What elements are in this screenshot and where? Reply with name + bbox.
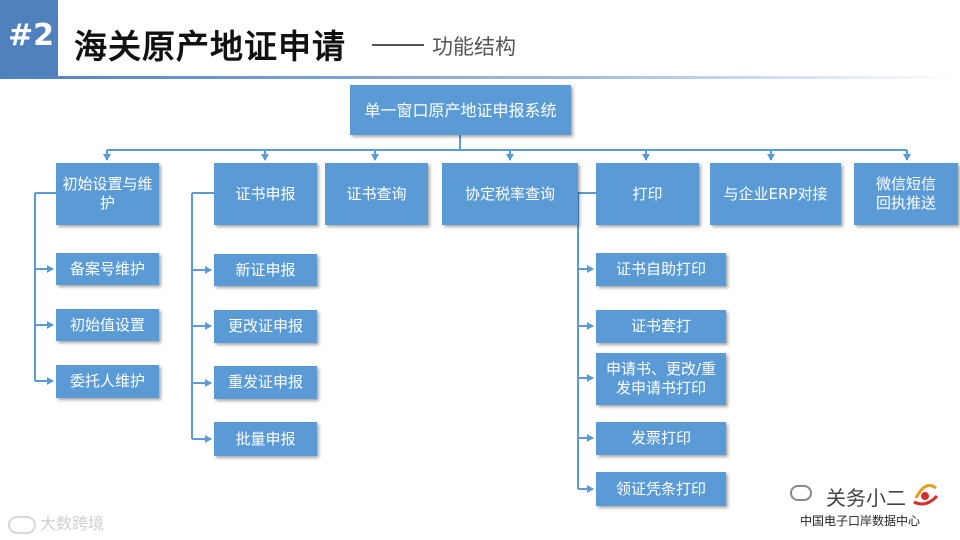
watermark-right-name: 关务小二 (826, 486, 906, 510)
root-node: 单一窗口原产地证申报系统 (350, 85, 571, 135)
child-application-print: 申请书、更改/重发申请书打印 (596, 353, 726, 405)
header-rule (0, 76, 960, 79)
watermark-logo-icon (8, 515, 36, 534)
wechat-icon (790, 485, 812, 501)
module-tariff-query: 协定税率查询 (442, 163, 578, 225)
module-wechat-sms: 微信短信回执推送 (854, 163, 958, 225)
page-subtitle: 功能结构 (432, 35, 516, 59)
child-batch-declaration: 批量申报 (214, 422, 317, 456)
child-overlay-print: 证书套打 (596, 310, 726, 343)
child-receipt-print: 领证凭条打印 (596, 472, 726, 506)
title-band (58, 0, 960, 76)
module-erp: 与企业ERP对接 (710, 163, 841, 225)
child-invoice-print: 发票打印 (596, 422, 726, 455)
child-self-print: 证书自助打印 (596, 253, 726, 286)
watermark-right: 关务小二 中国电子口岸数据中心 (790, 482, 950, 532)
watermark-left-text: 大数跨境 (40, 514, 105, 533)
section-badge: #2 (0, 0, 58, 76)
child-agent-maintenance: 委托人维护 (56, 365, 159, 398)
page-title: 海关原产地证申请 (74, 27, 346, 66)
section-number: #2 (8, 18, 55, 53)
module-certificate-query: 证书查询 (325, 163, 428, 225)
watermark-left: 大数跨境 (8, 510, 104, 534)
eport-logo-icon (913, 484, 939, 506)
child-reissue-declaration: 重发证申报 (214, 366, 317, 399)
module-initial-settings: 初始设置与维护 (56, 163, 159, 225)
module-print: 打印 (596, 163, 699, 225)
child-record-maintenance: 备案号维护 (56, 253, 159, 285)
child-new-declaration: 新证申报 (214, 254, 317, 286)
child-initial-values: 初始值设置 (56, 309, 159, 341)
module-certificate-declaration: 证书申报 (214, 163, 317, 225)
title-dash (372, 44, 424, 46)
watermark-right-org: 中国电子口岸数据中心 (800, 514, 921, 528)
child-amend-declaration: 更改证申报 (214, 310, 317, 343)
